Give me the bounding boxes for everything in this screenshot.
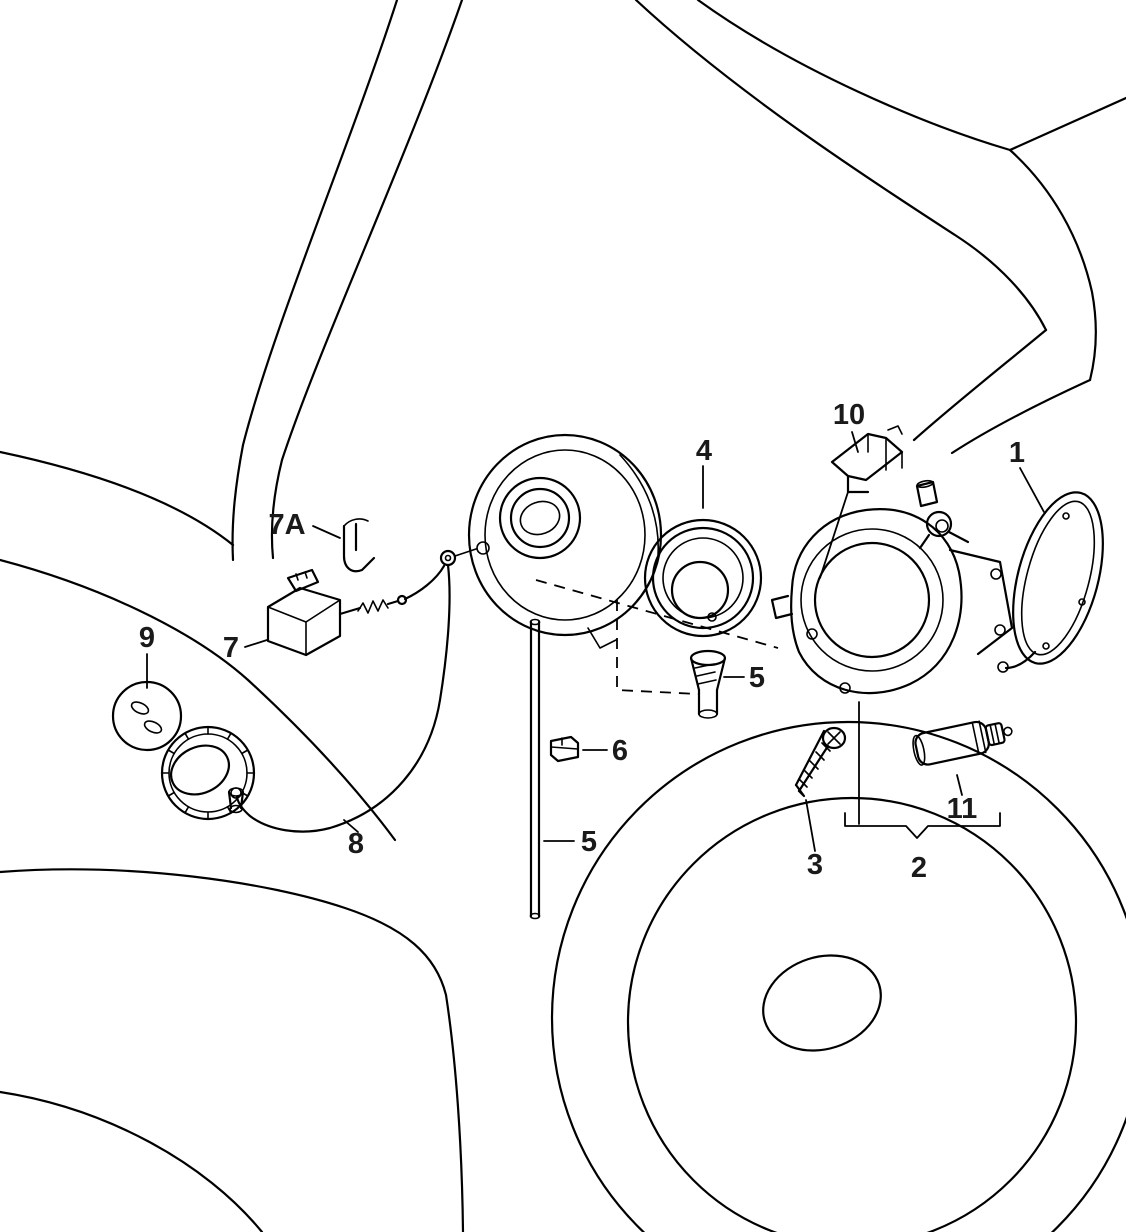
part-7a-spring-clip <box>342 518 376 573</box>
part-1-fuel-flap-door <box>997 491 1104 673</box>
part-label-2: 2 <box>911 852 927 884</box>
part-11-actuator-cylinder <box>912 720 1013 766</box>
part-label-7: 7 <box>223 632 239 664</box>
part-10-bracket <box>830 425 904 494</box>
part-number-labels: 10 4 1 7A 9 7 5 6 5 8 3 2 11 <box>139 399 1025 884</box>
callout-leader-lines <box>146 431 1045 852</box>
filler-neck-housing <box>454 433 663 649</box>
assembly-axis-dashed-lines <box>535 579 779 695</box>
part-label-5-rod: 5 <box>581 826 597 858</box>
part-5-rod <box>529 618 541 920</box>
part-7-lock-actuator <box>266 568 408 657</box>
part-label-6: 6 <box>612 735 628 767</box>
part-6-clip <box>549 735 580 763</box>
part-label-11: 11 <box>947 793 978 825</box>
part-label-7a: 7A <box>268 509 305 541</box>
part-label-8: 8 <box>348 828 364 860</box>
part-5-funnel-sleeve <box>689 649 727 719</box>
part-3-screw <box>794 726 847 798</box>
part-4-seal-ring <box>643 518 763 638</box>
part-label-5-funnel: 5 <box>749 662 765 694</box>
part-8-release-cable <box>230 549 457 833</box>
part-label-3: 3 <box>807 849 823 881</box>
part-2-flap-housing <box>770 479 1014 695</box>
part-label-9: 9 <box>139 622 155 654</box>
part-label-4: 4 <box>696 435 712 467</box>
part-9-fuel-cap <box>111 680 256 821</box>
part-label-1: 1 <box>1009 437 1025 469</box>
part-label-10: 10 <box>833 399 865 431</box>
